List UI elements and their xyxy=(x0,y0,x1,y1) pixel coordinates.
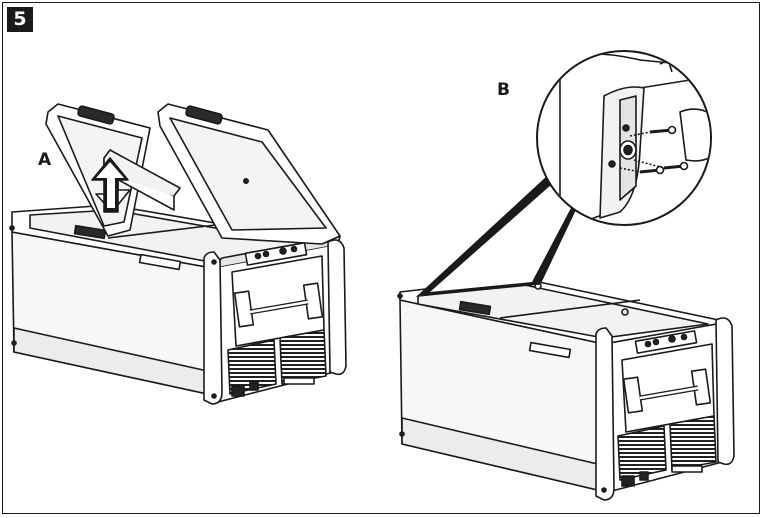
zoom-callout-pointer xyxy=(418,176,578,296)
cooler-left-open xyxy=(10,104,346,404)
cooler-right-closed xyxy=(398,278,734,500)
step-number-badge: 5 xyxy=(7,7,33,32)
callout-label-a: A xyxy=(38,150,51,170)
callout-label-b: B xyxy=(497,80,510,100)
